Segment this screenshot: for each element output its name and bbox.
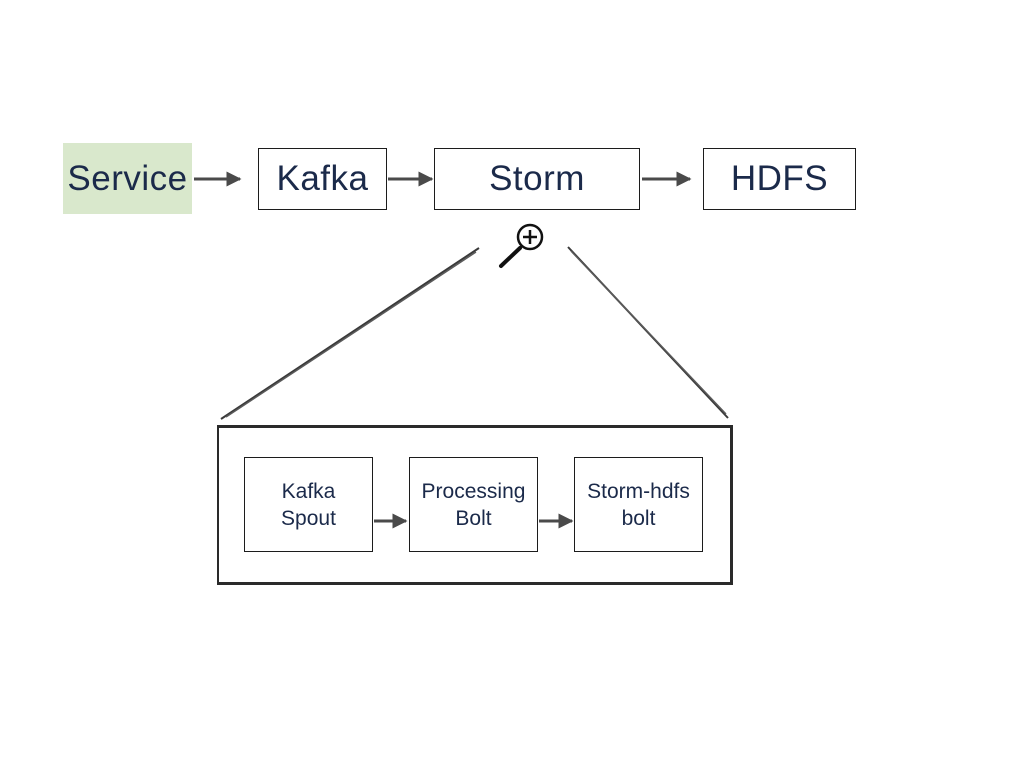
kafka-spout-node: Kafka Spout [244, 457, 373, 552]
storm-topology-box [217, 425, 733, 585]
hdfs-node: HDFS [703, 148, 856, 210]
service-label: Service [67, 158, 188, 198]
storm-hdfs-bolt-line2: bolt [621, 506, 656, 530]
kafka-spout-line1: Kafka [281, 479, 336, 503]
kafka-node: Kafka [258, 148, 387, 210]
storm-hdfs-bolt-node: Storm-hdfs bolt [574, 457, 703, 552]
storm-node: Storm [434, 148, 640, 210]
hdfs-label: HDFS [730, 159, 829, 198]
kafka-spout-line2: Spout [281, 506, 336, 530]
kafka-label: Kafka [276, 159, 369, 198]
zoom-in-magnifier-icon [499, 223, 544, 268]
zoom-funnel-right [567, 246, 729, 419]
storm-label: Storm [489, 159, 585, 198]
zoom-funnel-left [220, 247, 480, 420]
processing-bolt-line2: Bolt [455, 506, 492, 530]
processing-bolt-line1: Processing [421, 479, 526, 503]
service-node: Service [63, 143, 192, 214]
processing-bolt-node: Processing Bolt [409, 457, 538, 552]
storm-hdfs-bolt-line1: Storm-hdfs [587, 479, 690, 503]
